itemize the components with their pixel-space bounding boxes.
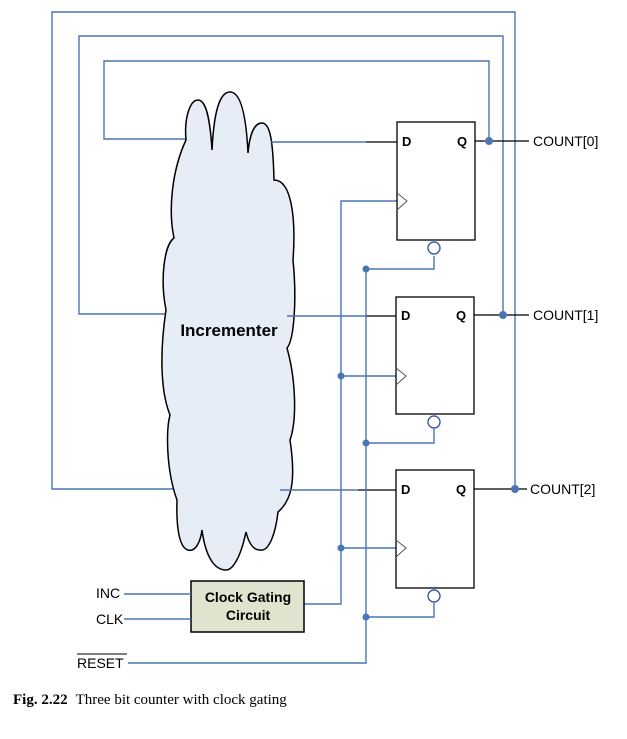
junction-dot: [511, 485, 519, 493]
figure-caption-text: Three bit counter with clock gating: [75, 692, 287, 708]
clock-input-icon: [396, 192, 408, 211]
clock-input-icon: [395, 367, 407, 386]
inc-label: INC: [96, 585, 120, 601]
d-pin-label: D: [401, 482, 410, 497]
junction-dot: [485, 137, 493, 145]
flip-flop-box: [395, 296, 475, 415]
junction-dot: [362, 613, 370, 621]
q-pin-label: Q: [457, 134, 467, 149]
junction-dot: [337, 544, 345, 552]
clock-input-icon: [395, 539, 407, 558]
clock-gating-label-line1: Clock Gating: [205, 589, 291, 605]
flip-flop-box: [396, 121, 476, 241]
flip-flop-2: D Q: [395, 469, 475, 603]
incrementer-label: Incrementer: [180, 321, 278, 340]
flip-flop-0: D Q: [396, 121, 476, 255]
count2-label: COUNT[2]: [530, 481, 595, 497]
d-pin-label: D: [402, 134, 411, 149]
feedback-wire-count1: [78, 35, 504, 315]
reset-branch-2: [366, 603, 435, 618]
count1-label: COUNT[1]: [533, 307, 598, 323]
d-pin-label: D: [401, 308, 410, 323]
clk-label: CLK: [96, 611, 124, 627]
feedback-wire-count0: [103, 60, 490, 141]
figure-number: Fig. 2.22: [13, 692, 68, 708]
q-pin-label: Q: [456, 482, 466, 497]
figure-caption: Fig. 2.22 Three bit counter with clock ga…: [13, 692, 287, 709]
reset-bubble-icon: [427, 589, 441, 603]
junction-dot: [499, 311, 507, 319]
flip-flop-box: [395, 469, 475, 589]
junction-dot: [362, 265, 370, 273]
reset-bubble-icon: [427, 415, 441, 429]
flip-flop-1: D Q: [395, 296, 475, 429]
reset-label: RESET: [77, 655, 124, 671]
incrementer-cloud: [161, 91, 296, 571]
clock-gating-label-line2: Circuit: [226, 607, 271, 623]
junction-dot: [337, 372, 345, 380]
q-pin-label: Q: [456, 308, 466, 323]
junction-dot: [362, 439, 370, 447]
reset-bubble-icon: [427, 241, 441, 255]
clock-gated-wire: [304, 200, 397, 605]
clock-gating-circuit: [190, 580, 305, 633]
count0-label: COUNT[0]: [533, 133, 598, 149]
reset-branch-1: [366, 429, 435, 444]
feedback-wire-count2: [51, 11, 516, 490]
